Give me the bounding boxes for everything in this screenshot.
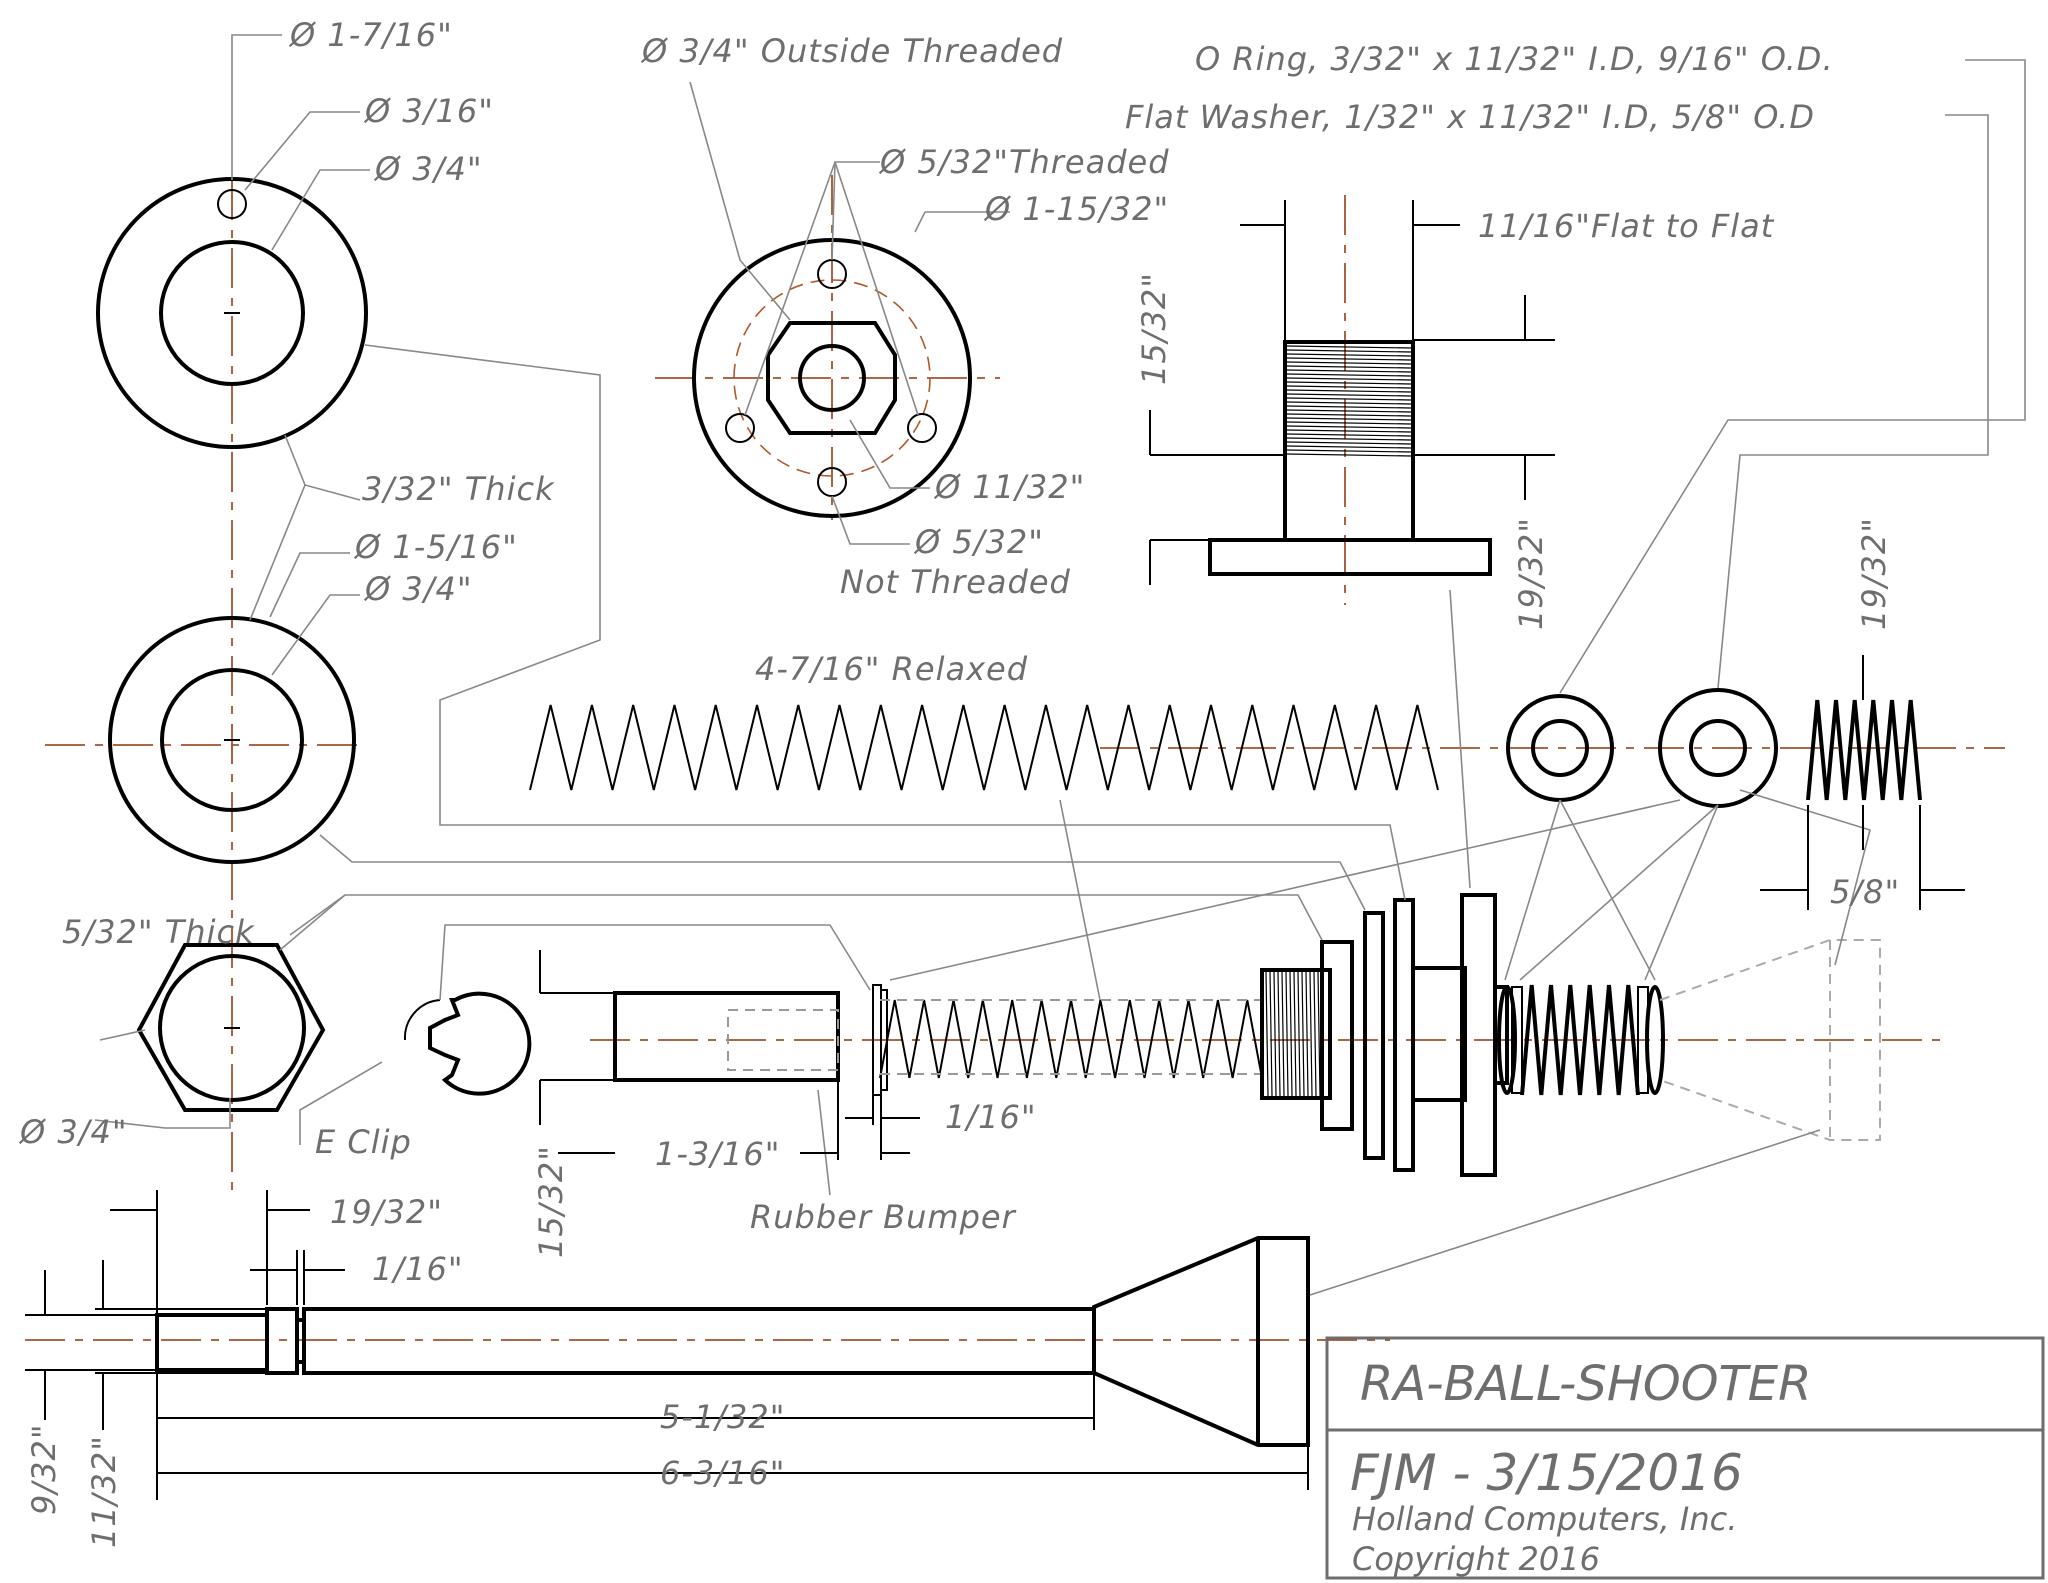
thread-line — [1289, 971, 1293, 1097]
hex-nut — [136, 943, 326, 1112]
thread-line — [1286, 369, 1412, 373]
thread-line — [1286, 397, 1412, 401]
thread-line — [1286, 389, 1412, 393]
label-dia-5-32-not: Ø 5/32" — [913, 523, 1044, 561]
washer-middle — [45, 616, 360, 864]
label-dim-1-3-16: 1-3/16" — [655, 1135, 780, 1173]
label-flat-washer: Flat Washer, 1/32" x 11/32" I.D, 5/8" O.… — [1125, 98, 1815, 136]
label-dim-1-16-b: 1/16" — [372, 1250, 464, 1288]
thread-line — [1309, 971, 1313, 1097]
thread-line — [1286, 433, 1412, 437]
label-o-ring: O Ring, 3/32" x 11/32" I.D, 9/16" O.D. — [1195, 40, 1834, 78]
thread-line — [1286, 453, 1412, 457]
label-dim-6-3-16: 6-3/16" — [660, 1454, 785, 1492]
label-dim-11-32: 11/32" — [85, 1435, 123, 1548]
label-thick-5-32: 5/32" Thick — [62, 913, 255, 951]
thread-line — [1286, 365, 1412, 369]
large-washer-top — [96, 177, 368, 1200]
thread-line — [1286, 377, 1412, 381]
thread-line — [1286, 349, 1412, 353]
thread-line — [1273, 971, 1277, 1097]
label-dim-5-1-32: 5-1/32" — [660, 1398, 785, 1436]
label-dia-3-4-mid: Ø 3/4" — [363, 570, 473, 608]
thread-line — [1265, 971, 1269, 1097]
thread-line — [1286, 421, 1412, 425]
label-dia-5-32-threaded: Ø 5/32"Threaded — [878, 143, 1170, 181]
thread-line — [1286, 393, 1412, 397]
thread-line — [1286, 401, 1412, 405]
author-date: FJM - 3/15/2016 — [1350, 1444, 1743, 1502]
label-dim-9-32: 9/32" — [25, 1423, 63, 1515]
label-dim-5-8: 5/8" — [1830, 873, 1900, 911]
title-block: RA-BALL-SHOOTER FJM - 3/15/2016 Holland … — [1325, 1336, 2045, 1580]
dimension-lines — [25, 224, 1965, 1500]
thread-line — [1286, 429, 1412, 433]
label-dia-1-5-16: Ø 1-5/16" — [353, 528, 518, 566]
thread-line — [1285, 971, 1289, 1097]
thread-line — [1281, 971, 1285, 1097]
label-e-clip: E Clip — [315, 1123, 412, 1161]
thread-line — [1286, 353, 1412, 357]
label-dim-15-32-top: 15/32" — [1135, 272, 1173, 385]
thread-line — [1286, 437, 1412, 441]
thread-line — [1269, 971, 1273, 1097]
label-dim-19-32-shaft: 19/32" — [330, 1193, 443, 1231]
thread-line — [1286, 425, 1412, 429]
thread-line — [1286, 445, 1412, 449]
leader-lines — [94, 34, 2026, 1296]
thread-line — [1286, 357, 1412, 361]
label-flat-to-flat: 11/16"Flat to Flat — [1478, 207, 1775, 245]
thread-line — [1286, 345, 1412, 349]
long-spring — [529, 704, 2005, 791]
thread-line — [1297, 971, 1301, 1097]
thread-line — [1277, 971, 1281, 1097]
thread-line — [1286, 409, 1412, 413]
flange-side-view — [1150, 195, 1555, 605]
label-dim-19-32-flange: 19/32" — [1512, 517, 1550, 630]
label-dim-15-32-left: 15/32" — [532, 1145, 570, 1258]
label-dia-11-32: Ø 11/32" — [933, 468, 1085, 506]
label-thick-3-32: 3/32" Thick — [362, 470, 555, 508]
thread-line — [1313, 971, 1317, 1097]
label-dia-1-7-16: Ø 1-7/16" — [288, 16, 453, 54]
e-clip — [403, 991, 532, 1096]
thread-line — [1286, 441, 1412, 445]
copyright: Copyright 2016 — [1352, 1540, 1600, 1578]
drawing-title: RA-BALL-SHOOTER — [1360, 1356, 1811, 1412]
thread-line — [1293, 971, 1297, 1097]
label-not-threaded: Not Threaded — [840, 563, 1071, 601]
thread-line — [1286, 417, 1412, 421]
label-dim-19-32-spring: 19/32" — [1855, 517, 1893, 630]
thread-line — [1301, 971, 1305, 1097]
label-dia-3-4-top: Ø 3/4" — [373, 150, 483, 188]
thread-line — [1286, 373, 1412, 377]
shooter-shaft — [25, 1236, 1390, 1447]
thread-line — [1286, 449, 1412, 453]
thread-line — [1286, 405, 1412, 409]
label-dia-3-4-hex: Ø 3/4" — [18, 1113, 128, 1151]
company-name: Holland Computers, Inc. — [1352, 1500, 1737, 1538]
thread-line — [1317, 971, 1321, 1097]
label-dim-1-16-a: 1/16" — [945, 1098, 1037, 1136]
short-spring — [1806, 699, 1922, 801]
thread-line — [1286, 381, 1412, 385]
label-dia-3-16: Ø 3/16" — [363, 92, 494, 130]
label-outside-threaded: Ø 3/4" Outside Threaded — [640, 32, 1063, 70]
thread-line — [1286, 385, 1412, 389]
label-dia-1-15-32: Ø 1-15/32" — [983, 190, 1169, 228]
thread-line — [1286, 361, 1412, 365]
label-relaxed: 4-7/16" Relaxed — [755, 650, 1028, 688]
label-rubber-bumper: Rubber Bumper — [750, 1198, 1017, 1236]
thread-line — [1286, 413, 1412, 417]
assembly-view — [590, 893, 1945, 1177]
thread-line — [1305, 971, 1309, 1097]
